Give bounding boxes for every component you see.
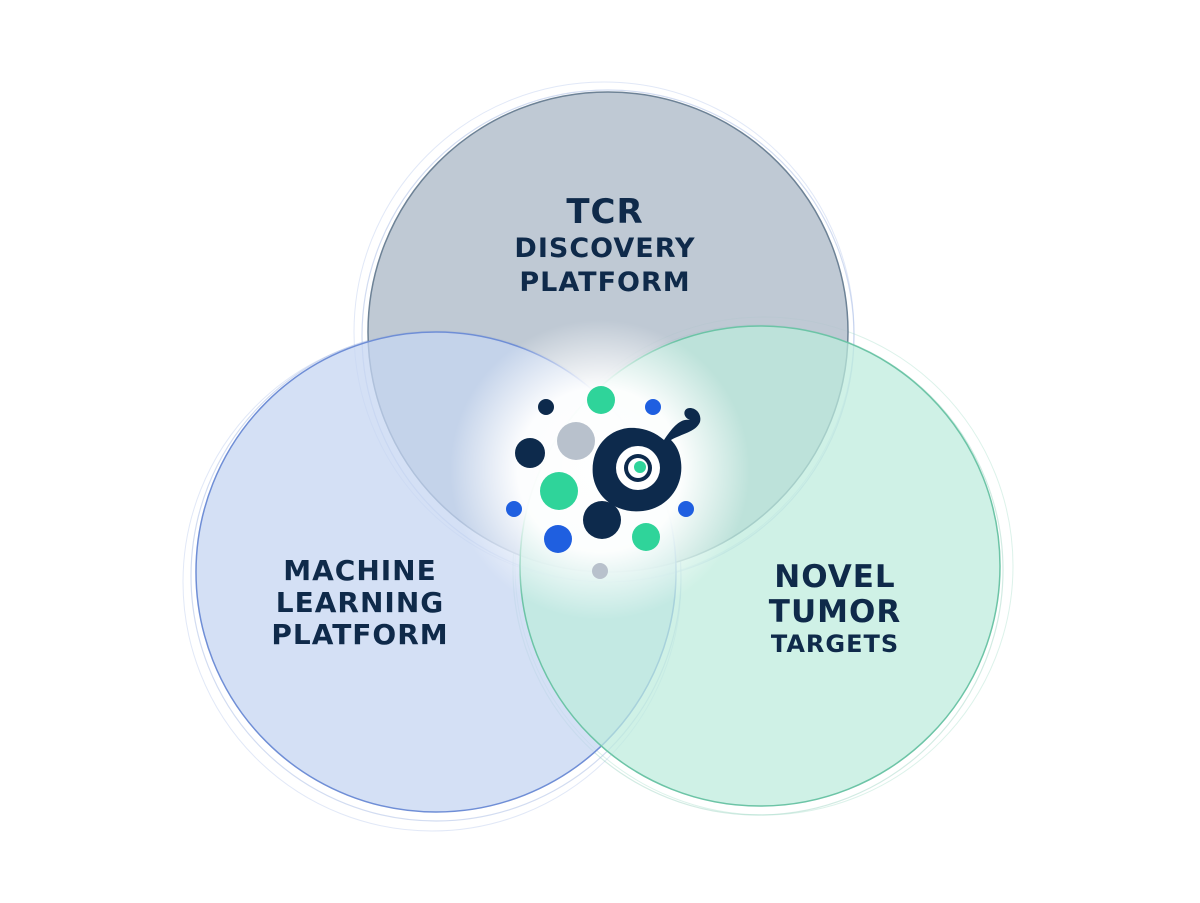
nt-label-line-1: NOVEL <box>774 559 896 595</box>
label-machine-learning-platform: MACHINE LEARNING PLATFORM <box>210 555 510 651</box>
ml-label-line-3: PLATFORM <box>271 618 449 651</box>
nt-label-line-3: TARGETS <box>770 630 900 658</box>
ml-label-line-2: LEARNING <box>275 586 445 619</box>
tcr-label-line-3: PLATFORM <box>519 267 691 298</box>
molecule-cluster-logo <box>506 386 701 579</box>
label-novel-tumor-targets: NOVEL TUMOR TARGETS <box>690 559 980 659</box>
ml-label-line-1: MACHINE <box>283 554 437 587</box>
nt-label-line-2: TUMOR <box>768 594 902 630</box>
tcr-label-line-2: DISCOVERY <box>514 233 696 264</box>
tcr-label-line-1: TCR <box>566 192 644 232</box>
label-tcr-discovery-platform: TCR DISCOVERY PLATFORM <box>430 192 780 300</box>
